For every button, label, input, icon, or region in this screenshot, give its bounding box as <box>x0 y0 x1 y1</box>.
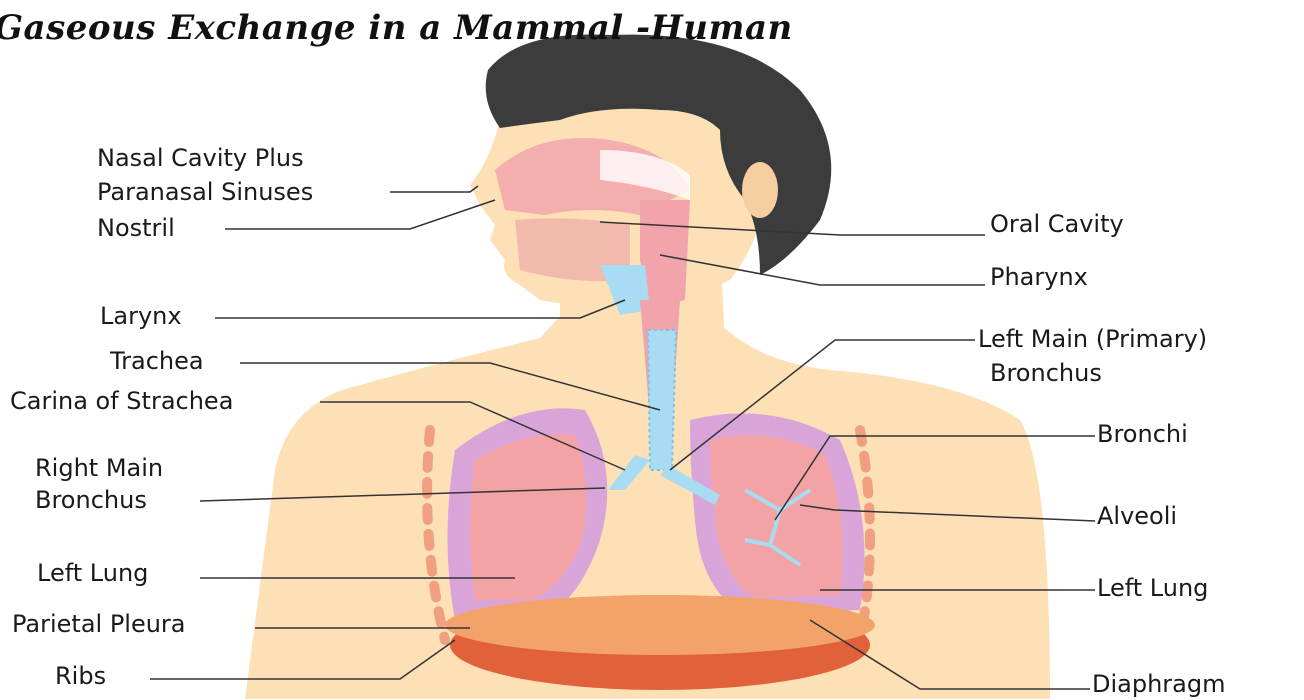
label-nostril: Nostril <box>97 212 175 244</box>
label-larynx: Larynx <box>100 300 182 332</box>
label-left-lung-left: Left Lung <box>37 557 148 589</box>
diagram-title: Gaseous Exchange in a Mammal -Human <box>0 8 793 48</box>
label-diaphragm: Diaphragm <box>1092 668 1226 700</box>
label-pharynx: Pharynx <box>990 261 1088 293</box>
label-trachea: Trachea <box>110 345 204 377</box>
label-right-main-1: Right Main <box>35 452 163 484</box>
label-right-main-2: Bronchus <box>35 484 147 516</box>
trachea-shape <box>648 330 676 470</box>
label-oral-cavity: Oral Cavity <box>990 208 1124 240</box>
label-nasal-cavity: Nasal Cavity Plus <box>97 142 304 174</box>
label-left-main-2: Bronchus <box>990 357 1102 389</box>
ear <box>742 162 778 218</box>
label-left-main-1: Left Main (Primary) <box>978 323 1207 355</box>
label-carina: Carina of Strachea <box>10 385 233 417</box>
label-left-lung-right: Left Lung <box>1097 572 1208 604</box>
label-ribs: Ribs <box>55 660 106 692</box>
label-paranasal-sinuses: Paranasal Sinuses <box>97 176 313 208</box>
diaphragm-top <box>445 595 875 655</box>
label-parietal-pleura: Parietal Pleura <box>12 608 186 640</box>
label-bronchi: Bronchi <box>1097 418 1188 450</box>
label-alveoli: Alveoli <box>1097 500 1177 532</box>
